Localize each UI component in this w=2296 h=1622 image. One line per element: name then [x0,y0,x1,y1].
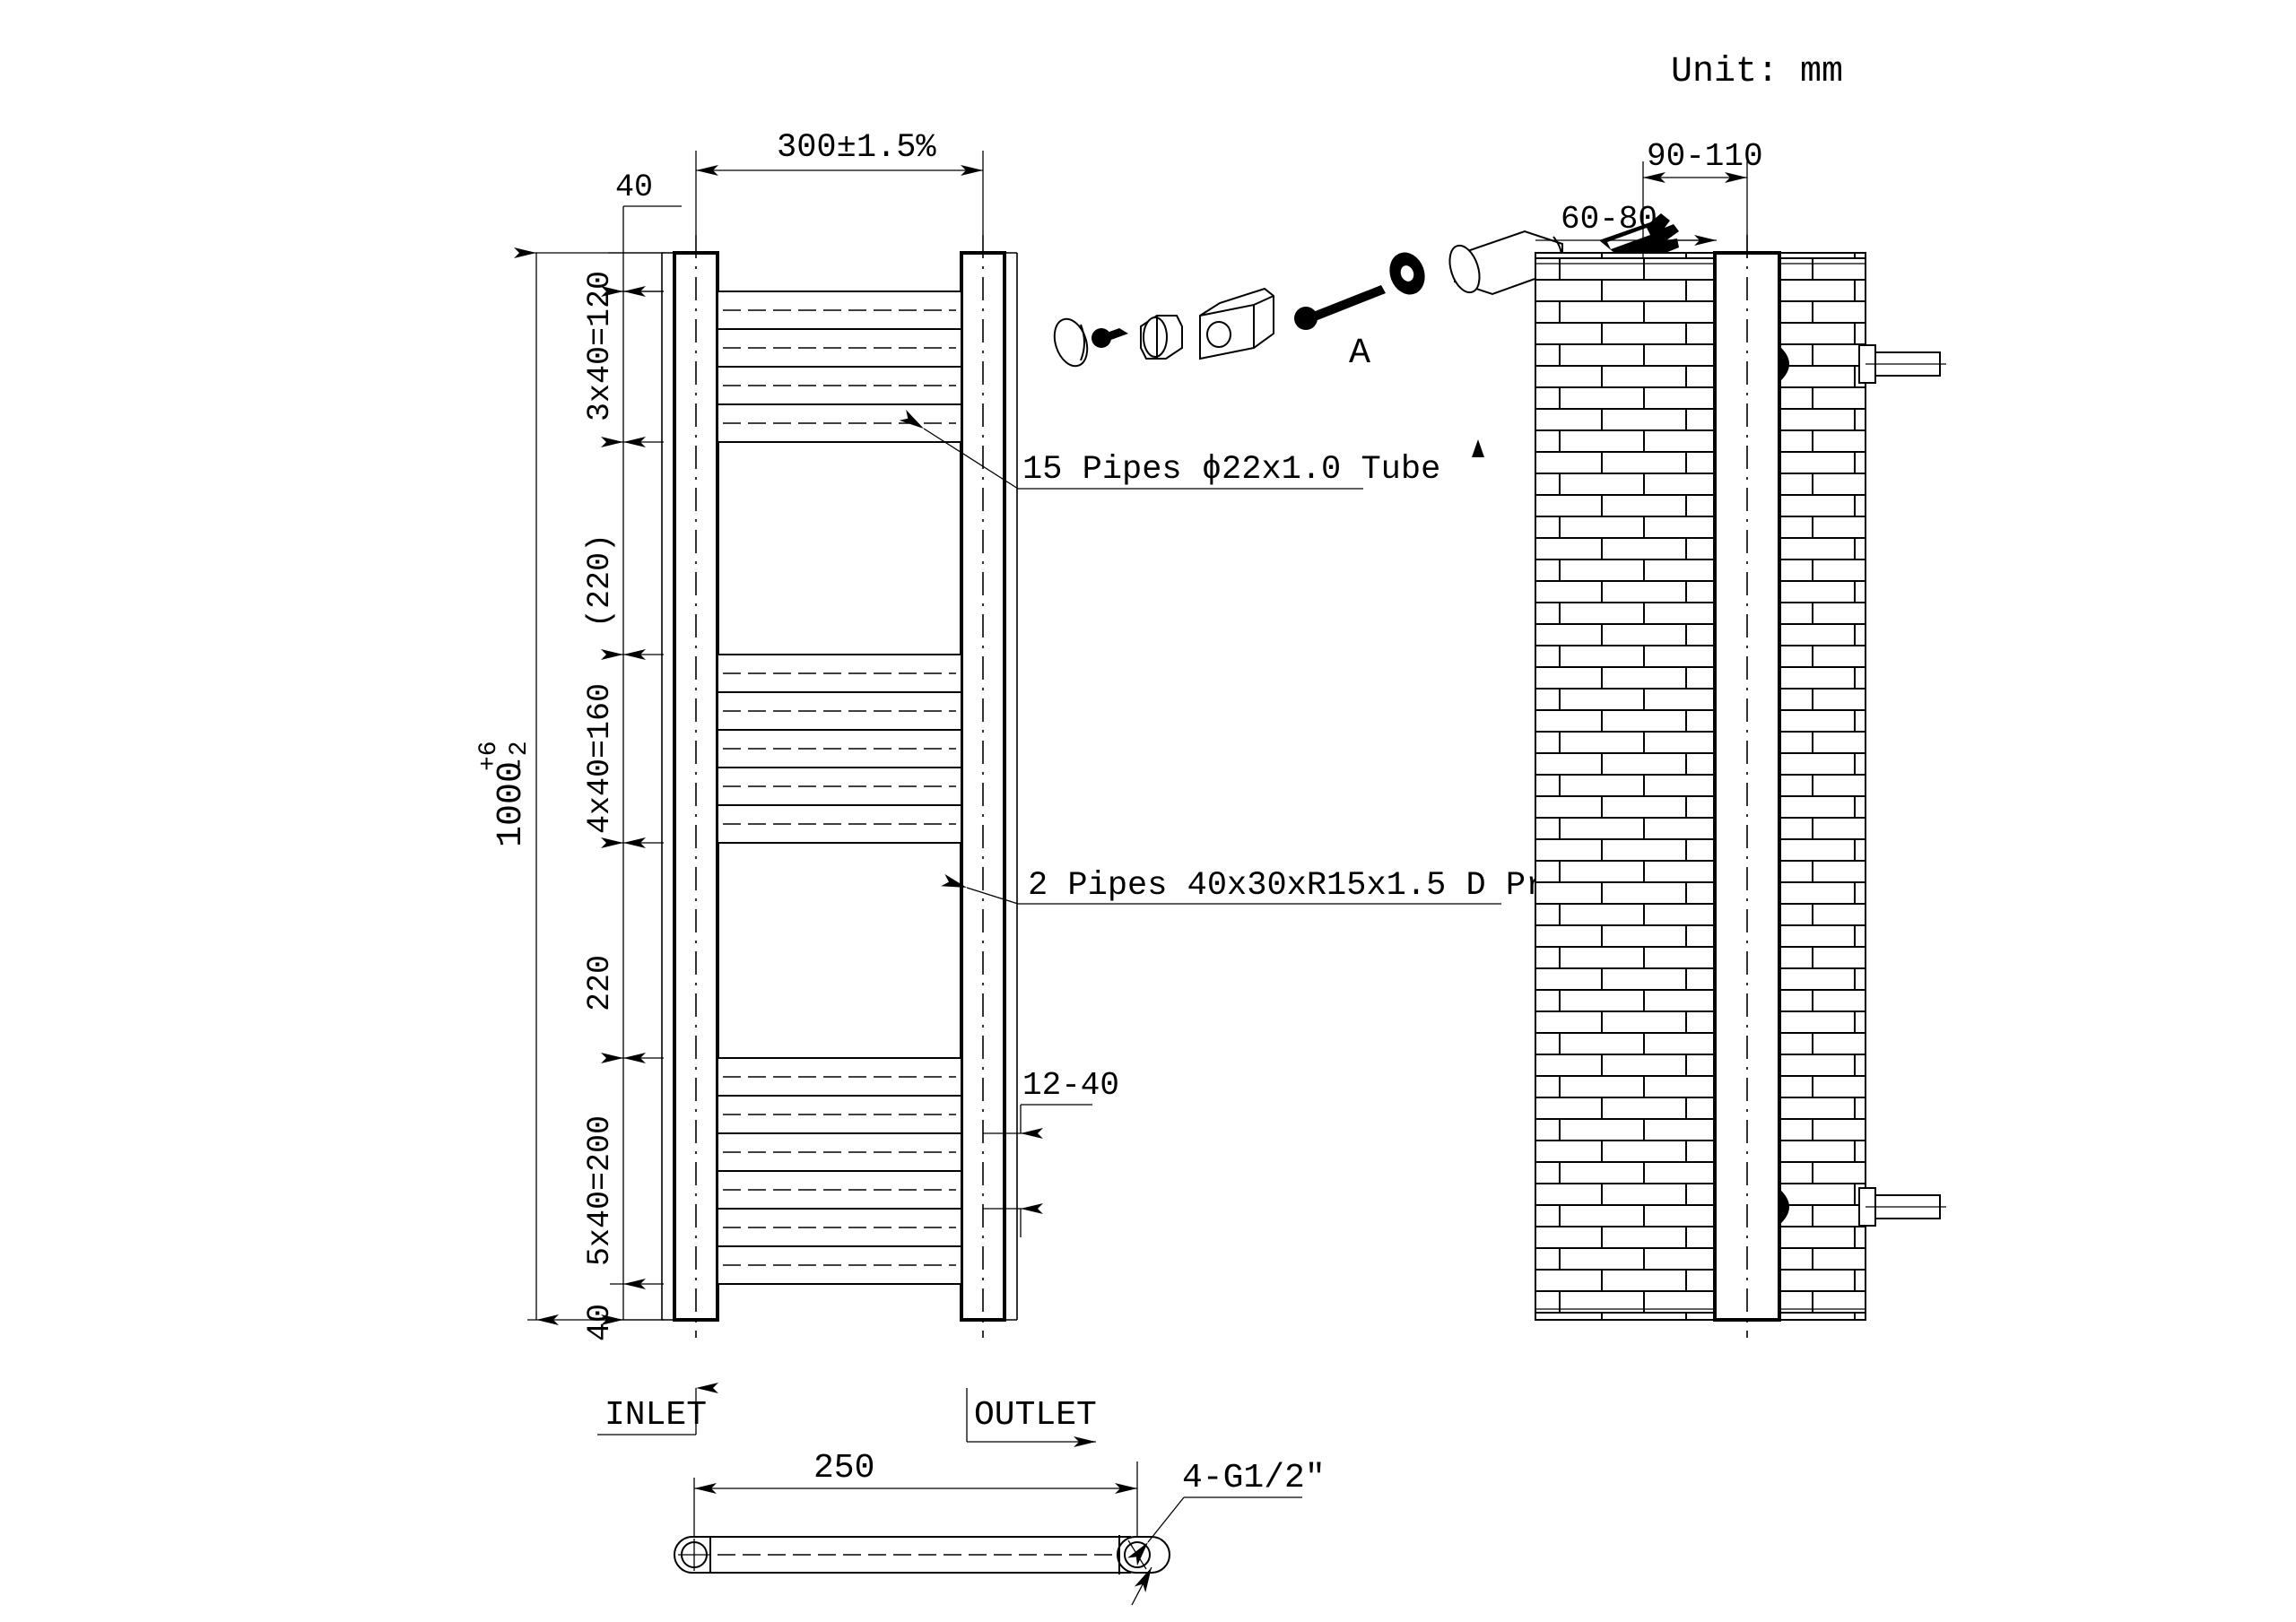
height-tolerance-lower: -2 [506,741,534,771]
side-view-bracket-upper [1779,344,1946,384]
dim-bottom-40-label: 40 [582,1304,618,1341]
dim-90-110-label: 90-110 [1647,138,1763,175]
right-side-rail [960,235,1006,1338]
callout-15-pipes-label: 15 Pipes ϕ22x1.0 Tube [1022,451,1440,489]
dim-top-40-label: 40 [615,169,653,205]
pipe-group-middle [717,654,962,844]
width-dimension-300: 300±1.5% [695,129,984,235]
part-cap-cover [1053,317,1089,368]
brick-wall [1535,252,1866,1321]
part-bracket-body [1199,287,1274,360]
thread-callout-label: 4-G1/2″ [1182,1459,1326,1497]
part-hex-collar [1140,315,1183,360]
part-washer [1389,252,1425,295]
dim-3x40-120-label: 3x40=120 [582,271,618,421]
part-grub-screw [1091,328,1128,348]
dim-60-80-label: 60-80 [1561,201,1657,238]
pipe-group-top [717,291,962,443]
dim-top-40: 40 [608,169,682,297]
dim-220-upper-label: (220) [582,533,618,628]
dim-5x40-200-label: 5x40=200 [582,1115,618,1266]
overall-height-label: 1000 [491,761,532,847]
dim-pipe-pitch-label: 12-40 [1022,1067,1119,1104]
dim-220-lower: 220 [582,837,664,1063]
callout-15-pipes: 15 Pipes ϕ22x1.0 Tube [899,410,1440,490]
dim-60-80: 60-80 [1535,201,1717,246]
dim-250: 250 [694,1449,1137,1494]
detail-a-label: A [1349,334,1370,374]
inlet-marker: INLET [597,1383,718,1436]
dim-pipe-pitch-12-40: 12-40 [983,1067,1119,1237]
thread-callout: 4-G1/2″ [1127,1459,1326,1606]
part-long-screw [1294,285,1386,330]
dim-bottom-40: 40 [582,1284,664,1341]
width-dimension-label: 300±1.5% [777,129,936,167]
pipe-group-bottom [717,1057,962,1285]
manifold-tube [709,1536,1131,1574]
outlet-label: OUTLET [974,1396,1097,1435]
dim-220-lower-label: 220 [582,955,618,1011]
overall-height-dimension: 1000 +6 -2 [475,247,664,1325]
front-view-group [661,235,1018,1338]
inlet-label: INLET [604,1396,707,1435]
dim-250-label: 250 [813,1449,874,1488]
dim-4x40-160: 4x40=160 [582,649,664,848]
left-side-rail [673,235,719,1338]
side-view-bracket-lower [1779,1187,1946,1227]
unit-note: Unit: mm [1671,52,1843,92]
dim-90-110: 90-110 [1642,138,1763,258]
height-tolerance-upper: +6 [475,741,503,771]
part-wall-plug [1599,213,1679,255]
outlet-marker: OUTLET [966,1388,1097,1447]
side-view-group [1535,235,1946,1338]
dim-220-upper: (220) [582,437,664,660]
manifold-outlet-lug [1117,1535,1170,1574]
bottom-view-group: 250 INLET OUTLET 4-G1/2″ [597,1383,1326,1606]
dim-4x40-160-label: 4x40=160 [582,683,618,834]
dim-3x40-120: 3x40=120 [582,271,664,447]
dim-5x40-200: 5x40=200 [582,1053,664,1289]
side-view-rail [1713,235,1781,1338]
